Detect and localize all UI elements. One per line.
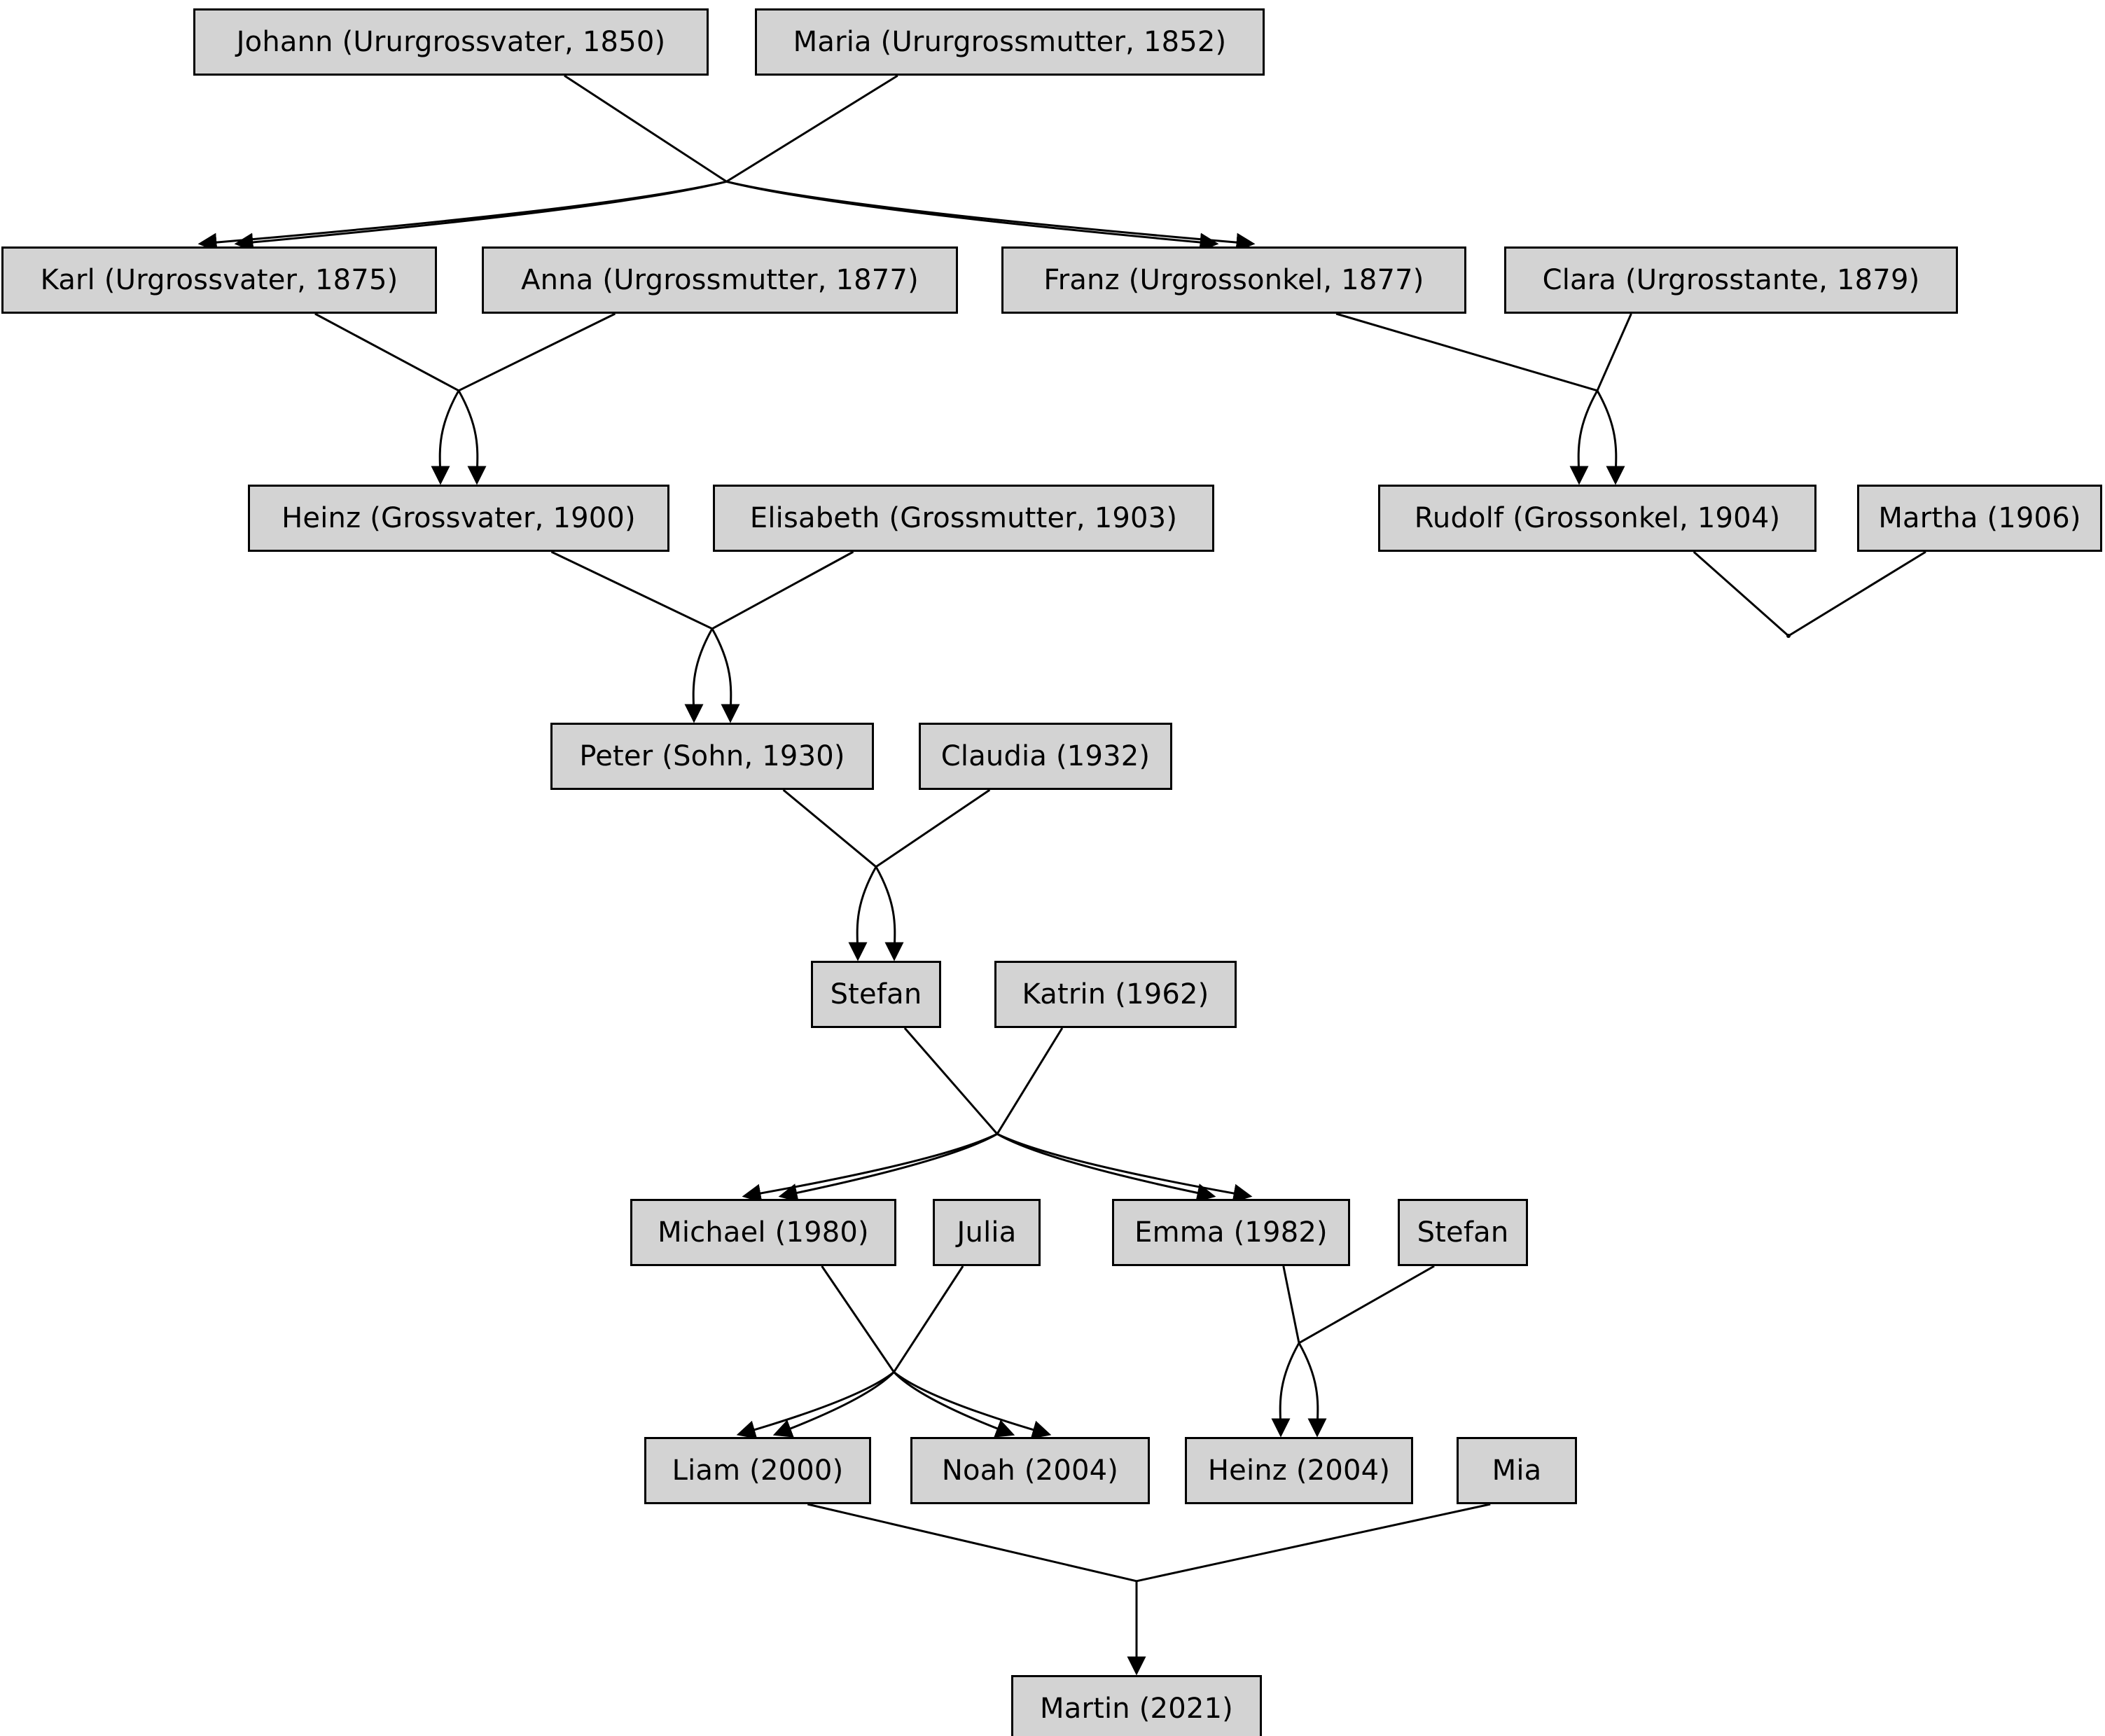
edge-7-0-0 xyxy=(736,1371,895,1439)
node-label: Claudia (1932) xyxy=(940,740,1151,772)
node-rudolf[interactable]: Rudolf (Grossonkel, 1904) xyxy=(1378,485,1816,552)
edge-6-1-1 xyxy=(996,1132,1253,1203)
union-leg-2-a xyxy=(1335,312,1598,392)
node-anna[interactable]: Anna (Urgrossmutter, 1877) xyxy=(482,246,958,314)
union-leg-3-b xyxy=(711,550,854,630)
union-leg-5-b xyxy=(875,789,991,868)
union-leg-5-a xyxy=(782,789,877,868)
union-leg-6-b xyxy=(996,1027,1064,1135)
node-label: Katrin (1962) xyxy=(1022,978,1209,1011)
node-label: Rudolf (Grossonkel, 1904) xyxy=(1414,502,1781,534)
edge-5-0-0 xyxy=(848,866,877,961)
edge-8-0-1 xyxy=(1298,1342,1327,1438)
edge-5-0-1 xyxy=(875,866,904,961)
union-leg-8-b xyxy=(1298,1265,1435,1345)
union-leg-3-a xyxy=(550,550,713,630)
node-liam[interactable]: Liam (2000) xyxy=(644,1437,871,1504)
edge-1-0-1 xyxy=(457,390,487,485)
edge-8-0-0 xyxy=(1271,1342,1300,1438)
union-point-4 xyxy=(1786,634,1791,638)
edge-0-1-1 xyxy=(726,180,1256,252)
node-heinz_gv[interactable]: Heinz (Grossvater, 1900) xyxy=(248,485,669,552)
node-julia[interactable]: Julia xyxy=(933,1199,1041,1266)
node-label: Heinz (Grossvater, 1900) xyxy=(282,502,636,534)
node-label: Stefan xyxy=(830,978,922,1011)
union-leg-1-b xyxy=(458,312,616,392)
node-label: Clara (Urgrosstante, 1879) xyxy=(1542,264,1920,296)
edge-7-1-1 xyxy=(893,1371,1052,1439)
edge-7-1-0 xyxy=(893,1371,1015,1438)
edge-3-0-0 xyxy=(684,628,714,723)
union-leg-9-b xyxy=(1136,1503,1491,1583)
edge-paths xyxy=(197,74,1926,1676)
union-leg-9-a xyxy=(807,1503,1137,1583)
edge-0-1-0 xyxy=(726,180,1219,252)
edge-7-0-1 xyxy=(772,1371,895,1438)
union-leg-7-a xyxy=(821,1265,895,1373)
node-label: Johann (Ururgrossvater, 1850) xyxy=(236,26,666,58)
node-label: Julia xyxy=(957,1216,1017,1249)
node-karl[interactable]: Karl (Urgrossvater, 1875) xyxy=(1,246,437,314)
node-elisabeth[interactable]: Elisabeth (Grossmutter, 1903) xyxy=(713,485,1214,552)
union-leg-4-a xyxy=(1693,550,1789,637)
node-franz[interactable]: Franz (Urgrossonkel, 1877) xyxy=(1001,246,1466,314)
edge-3-0-1 xyxy=(711,628,740,723)
node-claudia[interactable]: Claudia (1932) xyxy=(919,723,1172,790)
node-katrin[interactable]: Katrin (1962) xyxy=(994,961,1237,1028)
node-label: Michael (1980) xyxy=(658,1216,869,1249)
union-leg-2-b xyxy=(1596,313,1632,391)
union-leg-0-a xyxy=(564,74,728,183)
node-label: Noah (2004) xyxy=(941,1454,1119,1487)
node-label: Martin (2021) xyxy=(1040,1693,1233,1725)
node-label: Emma (1982) xyxy=(1134,1216,1328,1249)
edge-1-0-0 xyxy=(431,390,460,485)
edge-6-0-1 xyxy=(778,1132,998,1202)
union-leg-6-a xyxy=(903,1027,999,1135)
node-label: Stefan xyxy=(1417,1216,1509,1249)
edge-2-0-0 xyxy=(1569,390,1599,485)
node-clara[interactable]: Clara (Urgrosstante, 1879) xyxy=(1504,246,1958,314)
edge-6-0-0 xyxy=(742,1132,998,1203)
node-label: Elisabeth (Grossmutter, 1903) xyxy=(749,502,1178,534)
node-label: Heinz (2004) xyxy=(1207,1454,1391,1487)
union-leg-0-b xyxy=(725,74,898,183)
node-label: Mia xyxy=(1492,1454,1542,1487)
node-noah[interactable]: Noah (2004) xyxy=(910,1437,1150,1504)
node-stefan_1[interactable]: Stefan xyxy=(811,961,941,1028)
node-mia[interactable]: Mia xyxy=(1457,1437,1577,1504)
union-leg-8-a xyxy=(1282,1265,1300,1344)
node-johann[interactable]: Johann (Ururgrossvater, 1850) xyxy=(193,8,709,76)
node-label: Franz (Urgrossonkel, 1877) xyxy=(1043,264,1424,296)
union-leg-4-b xyxy=(1788,550,1926,637)
node-label: Karl (Urgrossvater, 1875) xyxy=(40,264,398,296)
node-stefan_2[interactable]: Stefan xyxy=(1398,1199,1528,1266)
edge-6-1-0 xyxy=(996,1132,1216,1202)
node-label: Martha (1906) xyxy=(1878,502,2081,534)
node-martin[interactable]: Martin (2021) xyxy=(1011,1675,1262,1736)
node-heinz_2004[interactable]: Heinz (2004) xyxy=(1185,1437,1413,1504)
node-label: Liam (2000) xyxy=(672,1454,844,1487)
node-label: Anna (Urgrossmutter, 1877) xyxy=(521,264,919,296)
edge-0-0-1 xyxy=(234,180,727,252)
node-peter[interactable]: Peter (Sohn, 1930) xyxy=(550,723,874,790)
edge-2-0-1 xyxy=(1596,390,1625,485)
union-leg-1-a xyxy=(314,312,459,392)
node-martha[interactable]: Martha (1906) xyxy=(1857,485,2102,552)
union-leg-7-b xyxy=(893,1265,964,1373)
node-michael[interactable]: Michael (1980) xyxy=(630,1199,896,1266)
node-label: Maria (Ururgrossmutter, 1852) xyxy=(793,26,1227,58)
node-maria[interactable]: Maria (Ururgrossmutter, 1852) xyxy=(755,8,1265,76)
node-label: Peter (Sohn, 1930) xyxy=(579,740,845,772)
edge-0-0-0 xyxy=(197,180,727,252)
node-emma[interactable]: Emma (1982) xyxy=(1112,1199,1350,1266)
